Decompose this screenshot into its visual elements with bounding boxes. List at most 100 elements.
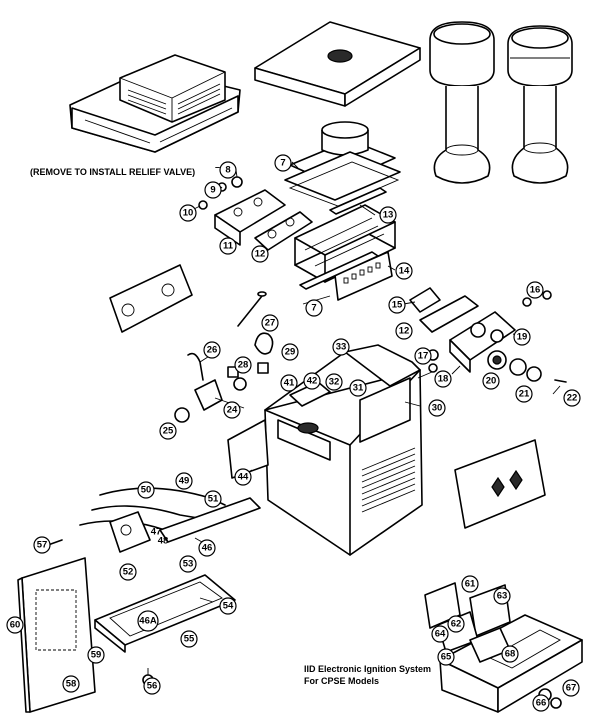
svg-text:52: 52 — [123, 567, 134, 578]
svg-text:50: 50 — [141, 485, 152, 496]
callout: 68 — [501, 645, 519, 663]
svg-text:20: 20 — [486, 376, 497, 387]
callout: 60 — [6, 616, 24, 634]
svg-text:58: 58 — [66, 679, 77, 690]
heat-exchanger-drawing — [294, 187, 396, 301]
callout: 13 — [379, 206, 397, 224]
svg-text:29: 29 — [285, 347, 296, 358]
callout: 29 — [281, 343, 299, 361]
controls-small-parts-drawing — [174, 291, 274, 423]
iid-note-line1: IID Electronic Ignition System — [304, 664, 431, 674]
callout: 52 — [119, 563, 137, 581]
svg-text:15: 15 — [392, 300, 403, 311]
svg-text:55: 55 — [184, 634, 195, 645]
callout: 41 — [280, 374, 298, 392]
svg-text:11: 11 — [223, 241, 234, 252]
svg-text:7: 7 — [280, 158, 285, 169]
callout: 31 — [349, 379, 367, 397]
callout: 27 — [261, 314, 279, 332]
callout: 26 — [203, 341, 221, 359]
front-panel-drawing — [17, 557, 96, 713]
svg-text:51: 51 — [208, 494, 219, 505]
callout: 63 — [493, 587, 511, 605]
callout: 46 — [198, 539, 216, 557]
callout-label: 48 — [158, 536, 169, 547]
callout: 12 — [251, 245, 269, 263]
callout: 11 — [219, 237, 237, 255]
svg-text:8: 8 — [225, 165, 230, 176]
vent-stack-2-drawing — [507, 25, 573, 184]
svg-text:59: 59 — [91, 650, 102, 661]
svg-text:17: 17 — [418, 351, 429, 362]
svg-text:12: 12 — [399, 326, 410, 337]
svg-text:46A: 46A — [139, 616, 157, 627]
svg-text:46: 46 — [202, 543, 213, 554]
svg-text:18: 18 — [438, 374, 449, 385]
svg-text:56: 56 — [147, 681, 158, 692]
svg-text:42: 42 — [307, 376, 318, 387]
callout: 56 — [143, 677, 161, 695]
callout: 55 — [180, 630, 198, 648]
callout: 12 — [395, 322, 413, 340]
callout: 50 — [137, 481, 155, 499]
svg-text:21: 21 — [519, 389, 530, 400]
right-header-drawing — [409, 287, 567, 383]
svg-text:12: 12 — [255, 249, 266, 260]
callout: 19 — [513, 328, 531, 346]
callout: 10 — [179, 204, 197, 222]
callout: 14 — [395, 262, 413, 280]
svg-text:66: 66 — [536, 698, 547, 709]
svg-text:10: 10 — [183, 208, 194, 219]
svg-text:61: 61 — [465, 579, 476, 590]
callout: 53 — [179, 555, 197, 573]
svg-text:7: 7 — [311, 303, 316, 314]
iid-note-line2: For CPSE Models — [304, 676, 379, 686]
callout: 25 — [159, 422, 177, 440]
callout: 65 — [437, 648, 455, 666]
relief-valve-note: (REMOVE TO INSTALL RELIEF VALVE) — [30, 167, 195, 177]
svg-text:26: 26 — [207, 345, 218, 356]
vent-stack-1-drawing — [429, 21, 495, 184]
svg-text:16: 16 — [530, 285, 541, 296]
callout: 30 — [428, 399, 446, 417]
callout: 58 — [62, 675, 80, 693]
callout: 62 — [447, 615, 465, 633]
callout: 8 — [219, 161, 237, 179]
callout: 66 — [532, 694, 550, 712]
svg-text:64: 64 — [435, 629, 446, 640]
svg-text:54: 54 — [223, 601, 234, 612]
relief-valve-dash: – — [215, 162, 220, 172]
callout: 33 — [332, 338, 350, 356]
callout: 21 — [515, 385, 533, 403]
top-plate-drawing — [254, 21, 421, 107]
svg-text:33: 33 — [336, 342, 347, 353]
callout: 28 — [234, 356, 252, 374]
callout: 18 — [434, 370, 452, 388]
svg-text:60: 60 — [10, 620, 21, 631]
callout: 24 — [223, 401, 241, 419]
svg-text:31: 31 — [353, 383, 364, 394]
callout: 17 — [414, 347, 432, 365]
svg-text:49: 49 — [179, 476, 190, 487]
svg-text:25: 25 — [163, 426, 174, 437]
flue-collector-drawing — [284, 121, 401, 207]
callout: 64 — [431, 625, 449, 643]
svg-text:9: 9 — [210, 185, 215, 196]
svg-text:30: 30 — [432, 403, 443, 414]
svg-text:53: 53 — [183, 559, 194, 570]
callout: 16 — [526, 281, 544, 299]
svg-text:44: 44 — [238, 472, 249, 483]
callout: 7 — [274, 154, 292, 172]
svg-text:14: 14 — [399, 266, 410, 277]
top-vent-cover-drawing — [69, 54, 241, 153]
svg-text:57: 57 — [37, 540, 48, 551]
callout: 22 — [563, 389, 581, 407]
callout: 42 — [303, 372, 321, 390]
svg-text:68: 68 — [505, 649, 516, 660]
callout: 15 — [388, 296, 406, 314]
svg-text:63: 63 — [497, 591, 508, 602]
callout: 20 — [482, 372, 500, 390]
svg-text:24: 24 — [227, 405, 238, 416]
svg-text:19: 19 — [517, 332, 528, 343]
